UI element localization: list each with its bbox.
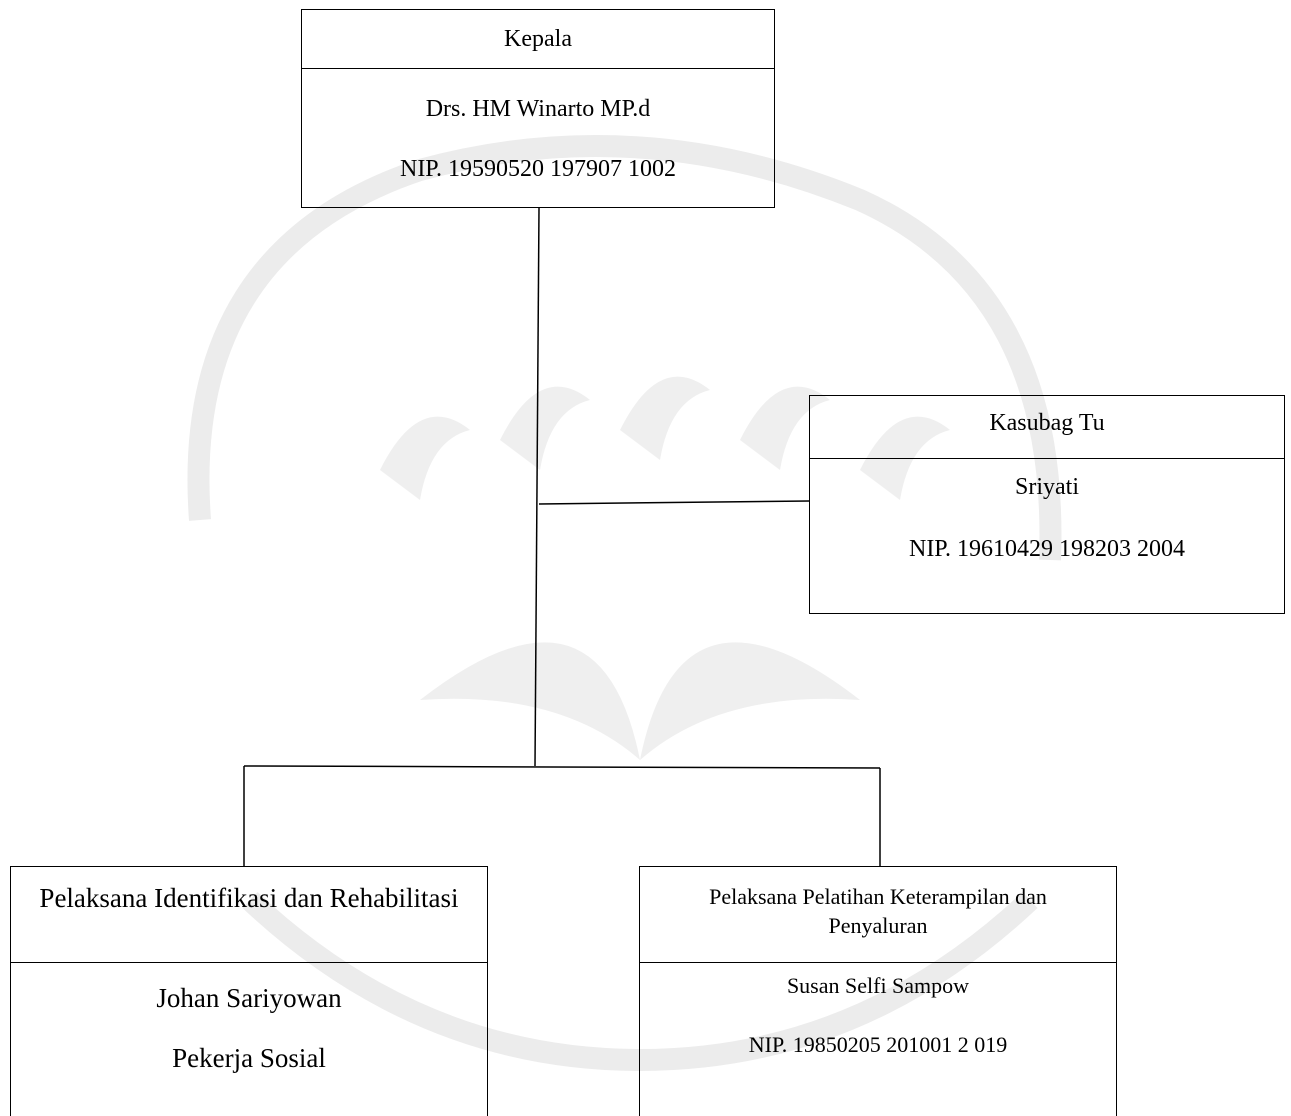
node-pelatihan: Pelaksana Pelatihan Keterampilan dan Pen… xyxy=(639,866,1117,1116)
node-kasubag-name: Sriyati xyxy=(1015,474,1079,500)
node-identifikasi-name: Johan Sariyowan xyxy=(156,983,342,1013)
node-kasubag-divider xyxy=(810,458,1284,459)
node-kepala-title: Kepala xyxy=(504,26,572,52)
edge-branch-horizontal xyxy=(243,765,881,769)
node-pelatihan-name: Susan Selfi Sampow xyxy=(786,973,970,998)
edge-kepala-kasubag xyxy=(538,500,810,505)
node-identifikasi-title: Pelaksana Identifikasi dan Rehabilitasi xyxy=(39,883,459,913)
node-kasubag-title: Kasubag Tu xyxy=(989,410,1105,436)
node-kepala-divider xyxy=(302,68,774,69)
edge-kepala-trunk xyxy=(534,207,540,767)
node-kepala: Kepala Drs. HM Winarto MP.d NIP. 1959052… xyxy=(301,9,775,208)
node-pelatihan-divider xyxy=(640,962,1116,963)
node-identifikasi: Pelaksana Identifikasi dan Rehabilitasi … xyxy=(10,866,488,1116)
node-kasubag-nip: NIP. 19610429 198203 2004 xyxy=(908,536,1185,562)
node-identifikasi-divider xyxy=(11,962,487,963)
node-pelatihan-title: Pelaksana Pelatihan Keterampilan dan Pen… xyxy=(709,884,1047,938)
node-identifikasi-role: Pekerja Sosial xyxy=(172,1043,326,1073)
node-kepala-name: Drs. HM Winarto MP.d xyxy=(425,96,651,122)
node-kasubag: Kasubag Tu Sriyati NIP. 19610429 198203 … xyxy=(809,395,1285,614)
node-pelatihan-nip: NIP. 19850205 201001 2 019 xyxy=(748,1032,1008,1057)
node-kepala-nip: NIP. 19590520 197907 1002 xyxy=(399,156,676,182)
